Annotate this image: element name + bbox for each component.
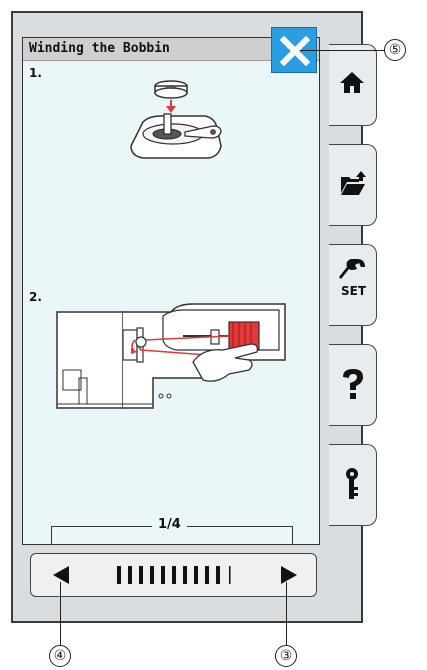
next-page-button[interactable]	[277, 564, 301, 586]
step-2-label: 2.	[29, 290, 42, 304]
callout-line-prev	[60, 582, 62, 646]
page-scroll-slider[interactable]	[117, 566, 235, 586]
callout-next: ③	[275, 645, 297, 667]
page-indicator-frame: 1/4	[51, 517, 293, 544]
file-tab[interactable]	[329, 144, 377, 226]
thread-winding-illustration	[56, 303, 286, 409]
wrench-set-icon: SET	[339, 259, 367, 297]
panel-header: Winding the Bobbin	[23, 38, 319, 61]
settings-tab[interactable]: SET	[329, 244, 377, 326]
home-icon	[340, 72, 364, 93]
bobbin-spindle-illustration	[130, 80, 222, 159]
callout-line-close	[300, 50, 384, 52]
close-icon	[280, 36, 310, 66]
help-tab[interactable]	[329, 344, 377, 426]
key-icon	[346, 468, 358, 499]
page-navigation-bar	[30, 553, 317, 597]
lock-tab[interactable]	[329, 444, 377, 526]
previous-page-button[interactable]	[49, 564, 73, 586]
step-1-label: 1.	[29, 66, 42, 80]
home-tab[interactable]	[329, 44, 377, 126]
folder-open-icon	[341, 171, 366, 195]
callout-close: ⑤	[384, 39, 406, 61]
help-panel: Winding the Bobbin 1. 2.	[22, 37, 320, 545]
page-indicator: 1/4	[152, 517, 187, 532]
callout-prev: ④	[49, 645, 71, 667]
set-label: SET	[341, 284, 367, 297]
callout-line-next	[286, 582, 288, 646]
question-mark-icon	[343, 369, 363, 399]
panel-title: Winding the Bobbin	[29, 41, 170, 56]
